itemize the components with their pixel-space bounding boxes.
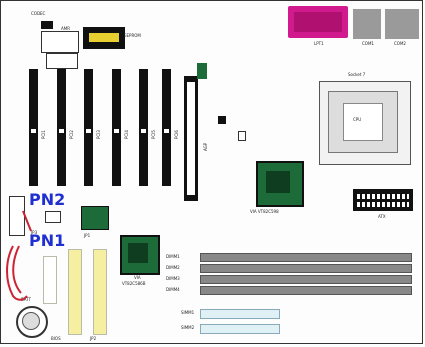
cpu-label: CPU	[353, 117, 362, 122]
codec-chip	[41, 31, 79, 53]
com2-label: COM2	[394, 41, 406, 46]
southbridge-chip	[120, 235, 160, 275]
jp1-label: JP1	[84, 233, 91, 238]
pci-slot-4	[112, 69, 121, 186]
fdd-header	[43, 256, 57, 304]
dimm2-slot	[200, 264, 412, 273]
small-resistor	[238, 131, 246, 141]
lpt1-inner	[294, 12, 342, 32]
codec-label: CODEC	[31, 11, 46, 16]
com2-port	[385, 9, 419, 39]
com1-label: COM1	[362, 41, 374, 46]
com1-port	[353, 9, 381, 39]
dimm4-slot	[200, 286, 412, 295]
simm2-slot	[200, 324, 280, 334]
atx-pins-top	[357, 194, 409, 199]
pci-slot-3	[84, 69, 93, 186]
southbridge-die	[128, 243, 148, 263]
connector-black	[41, 21, 53, 29]
red-cable-2	[12, 245, 22, 294]
simm2-label: SIMM2	[181, 325, 195, 330]
southbridge-label-line1: VIA	[134, 275, 141, 280]
jp3-label: JP3	[31, 230, 38, 235]
yellow-chip	[89, 33, 119, 42]
ide-header-2	[93, 249, 107, 335]
pci-slot-6	[162, 69, 171, 186]
simm1-slot	[200, 309, 280, 319]
pn2-label: PN2	[29, 190, 66, 209]
small-box	[46, 53, 78, 69]
switch-box	[45, 211, 61, 223]
atx-pins-bottom	[357, 202, 409, 207]
cpu-chip	[343, 103, 383, 141]
pci-slot-5	[139, 69, 148, 186]
dimm2-label: DIMM2	[166, 265, 180, 270]
pci-slot-2	[57, 69, 66, 186]
lpt1-label: LPT1	[314, 41, 324, 46]
battery-inner	[22, 312, 40, 330]
atx-label: ATX	[378, 214, 386, 219]
dimm4-label: DIMM4	[166, 287, 180, 292]
agp-chip	[197, 63, 207, 79]
dimm1-slot	[200, 253, 412, 262]
dimm3-label: DIMM3	[166, 276, 180, 281]
dimm3-slot	[200, 275, 412, 284]
northbridge-label: VIA VT82C598	[250, 209, 279, 214]
eeprom-label: EEPROM	[124, 33, 141, 38]
bios-label: BIOS	[51, 336, 61, 341]
jp2-label: JP2	[90, 336, 97, 341]
battery-label: BATT	[21, 297, 31, 302]
simm1-label: SIMM1	[181, 310, 195, 315]
pn1-label: PN1	[29, 231, 66, 250]
io-chip	[81, 206, 109, 230]
dimm1-label: DIMM1	[166, 254, 180, 259]
northbridge-die	[266, 171, 290, 193]
southbridge-label-line2: VT82C586B	[122, 281, 146, 286]
connector-label: AMR	[61, 26, 70, 31]
ide-header-1	[68, 249, 82, 335]
agp-slot	[184, 76, 198, 201]
socket-label: Socket 7	[348, 72, 366, 77]
small-ic	[218, 116, 226, 124]
red-cable-1	[6, 245, 28, 301]
red-cable-3	[22, 210, 32, 232]
pci-slot-1	[29, 69, 38, 186]
